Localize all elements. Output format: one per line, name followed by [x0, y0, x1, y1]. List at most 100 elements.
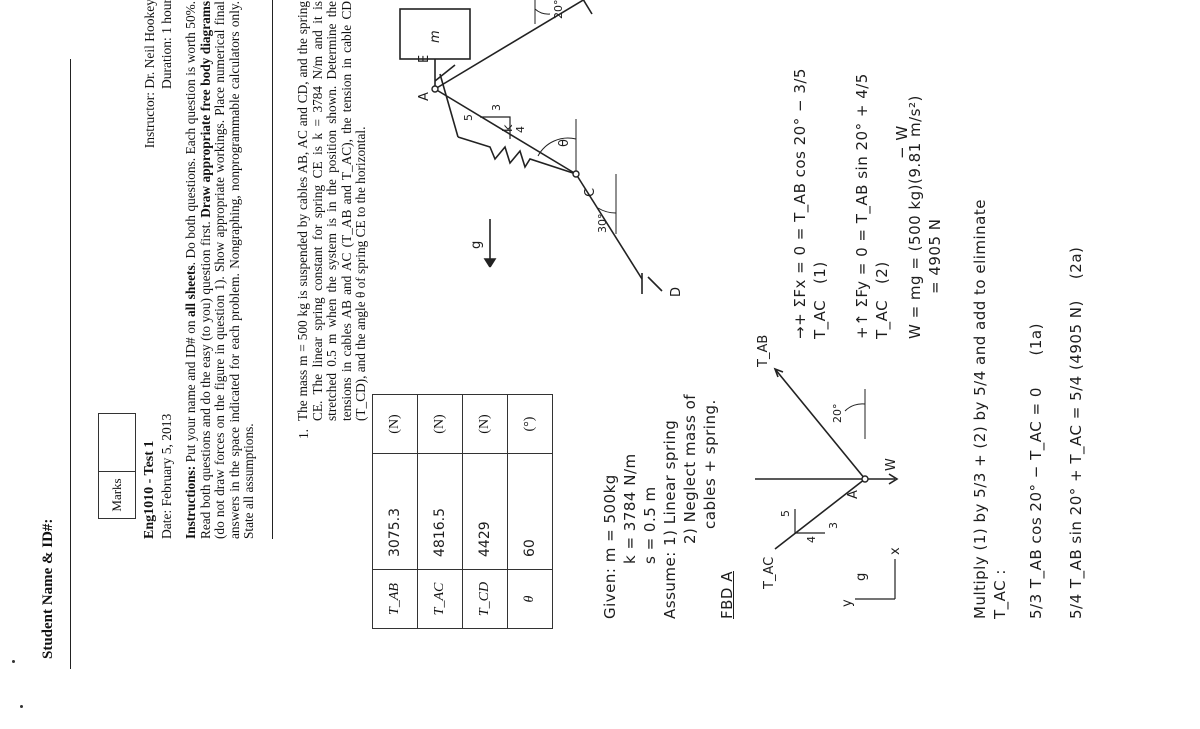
cable-ac [434, 88, 577, 175]
answer-unit: (N) [372, 394, 418, 454]
node-a [431, 85, 439, 93]
eq-1a: 5/3 T_AB cos 20° − T_AC = 0 (1a) [1027, 323, 1045, 619]
fbd-label-angle: 20° [831, 404, 844, 424]
problem-text: The mass m = 500 kg is suspended by cabl… [295, 1, 369, 421]
slope-triangle [480, 116, 511, 139]
header-rule [70, 59, 71, 669]
fbd-label-5: 5 [779, 510, 792, 517]
multiply-instruction: Multiply (1) by 5/3 + (2) by 5/4 and add… [971, 199, 989, 619]
fbd-label-tab: T_AB [756, 335, 771, 368]
label-k: k [501, 124, 516, 132]
given-mass: Given: m = 500kg [601, 474, 619, 619]
label-e: E [417, 55, 432, 63]
gravity-arrow-head [483, 258, 497, 268]
fbd-arc [844, 403, 866, 412]
answer-value: 4429 [462, 453, 508, 570]
wall-b [577, 0, 593, 15]
assume-3: cables + spring. [701, 399, 719, 529]
eq-sum-fy: +↑ ΣFy = 0 = T_AB sin 20° + 4/5 T_AC (2) [853, 73, 891, 339]
assume-1: Assume: 1) Linear spring [661, 419, 679, 619]
label-a: A [417, 92, 432, 101]
answer-unit: (°) [507, 394, 553, 454]
fbd-label-w: W [884, 458, 899, 471]
test-date: Date: February 5, 2013 [159, 413, 174, 539]
ratio-5: 5 [462, 114, 475, 121]
fbd-tab-vec [774, 368, 866, 480]
given-block: Given: m = 500kg k = 3784 N/m s = 0.5 m … [600, 394, 720, 619]
given-s: s = 0.5 m [641, 486, 659, 564]
label-30: 30° [596, 214, 609, 234]
label-theta: θ [557, 139, 572, 147]
instructions: Instructions: Put your name and ID# on a… [183, 1, 257, 539]
answer-label: T_CD [462, 569, 508, 629]
fbd-triangle [794, 509, 825, 534]
wall-e [434, 64, 456, 82]
fbd-diagram: T_AC T_AB 20° A 5 4 3 W y x g [755, 335, 903, 607]
problem-number: 1. [296, 429, 311, 439]
mechanism-figure: B A C D E k m θ g 20° 30° 5 4 3 [399, 0, 680, 297]
instructor: Instructor: Dr. Neil Hookey [142, 0, 157, 149]
multiply-instruction-2: T_AC : [991, 569, 1009, 619]
scan-speck-2 [20, 705, 23, 708]
answer-unit: (N) [462, 394, 508, 454]
fbd-node-a [861, 475, 869, 483]
label-c: C [583, 188, 598, 197]
fbd-label-4: 4 [805, 536, 818, 543]
cable-ab [434, 0, 586, 90]
assume-2: 2) Neglect mass of [681, 393, 699, 544]
eq-sum-fx: →+ ΣFx = 0 = T_AB cos 20° − 3/5 T_AC (1) [791, 68, 829, 339]
marks-label: Marks [99, 471, 135, 518]
fbd-label-tac: T_AC [762, 557, 777, 590]
weight-calc: W = mg = (500 kg)(9.81 m/s²) = 4905 N [905, 95, 945, 339]
answer-value: 60 [507, 453, 553, 570]
cable-cd [575, 173, 643, 280]
fbd-label-y: y [840, 599, 855, 607]
equilibrium-equations: →+ ΣFx = 0 = T_AB cos 20° − 3/5 T_AC (1)… [790, 0, 912, 339]
instructions-rule [272, 0, 273, 539]
fbd-w-head [888, 473, 899, 485]
fbd-label-3: 3 [827, 522, 840, 529]
ratio-3: 3 [490, 104, 503, 111]
marks-box: Marks [98, 413, 136, 519]
answer-label: θ [507, 569, 553, 629]
instructions-lead: Instructions: [183, 465, 198, 539]
weight-mg: W = mg = (500 kg)(9.81 m/s²) [906, 95, 924, 339]
fbd-label-g: g [854, 573, 869, 581]
fbd-label-x: x [888, 547, 903, 555]
course-title: Eng1010 - Test 1 [142, 440, 157, 539]
label-g: g [469, 241, 484, 249]
mass-box [399, 8, 471, 60]
ratio-4: 4 [514, 126, 527, 133]
answer-value: 3075.3 [372, 453, 418, 570]
label-20: 20° [552, 0, 565, 19]
answer-value: 4816.5 [417, 453, 463, 570]
label-m: m [428, 30, 443, 43]
node-c [572, 170, 580, 178]
elimination-step: Multiply (1) by 5/3 + (2) by 5/4 and add… [970, 19, 1086, 619]
answer-unit: (N) [417, 394, 463, 454]
given-k: k = 3784 N/m [621, 453, 639, 564]
student-name-line: Student Name & ID#: [40, 518, 56, 659]
eq-2a: 5/4 T_AB sin 20° + T_AC = 5/4 (4905 N) (… [1067, 246, 1085, 619]
arc-30 [597, 207, 617, 214]
spring-ce [457, 136, 577, 175]
answer-label: T_AC [417, 569, 463, 629]
fbd-label-a: A [846, 490, 861, 499]
fbd-title: FBD A [718, 571, 736, 619]
wall-d [647, 276, 663, 292]
label-d: D [669, 287, 680, 297]
scan-speck [12, 660, 15, 663]
duration: Duration: 1 hour [159, 0, 174, 89]
fbd-tac-vec [774, 478, 866, 550]
answer-label: T_AB [372, 569, 418, 629]
fbd-tab-head [773, 367, 784, 378]
weight-value: = 4905 N [926, 218, 944, 295]
arc-20 [534, 8, 551, 15]
